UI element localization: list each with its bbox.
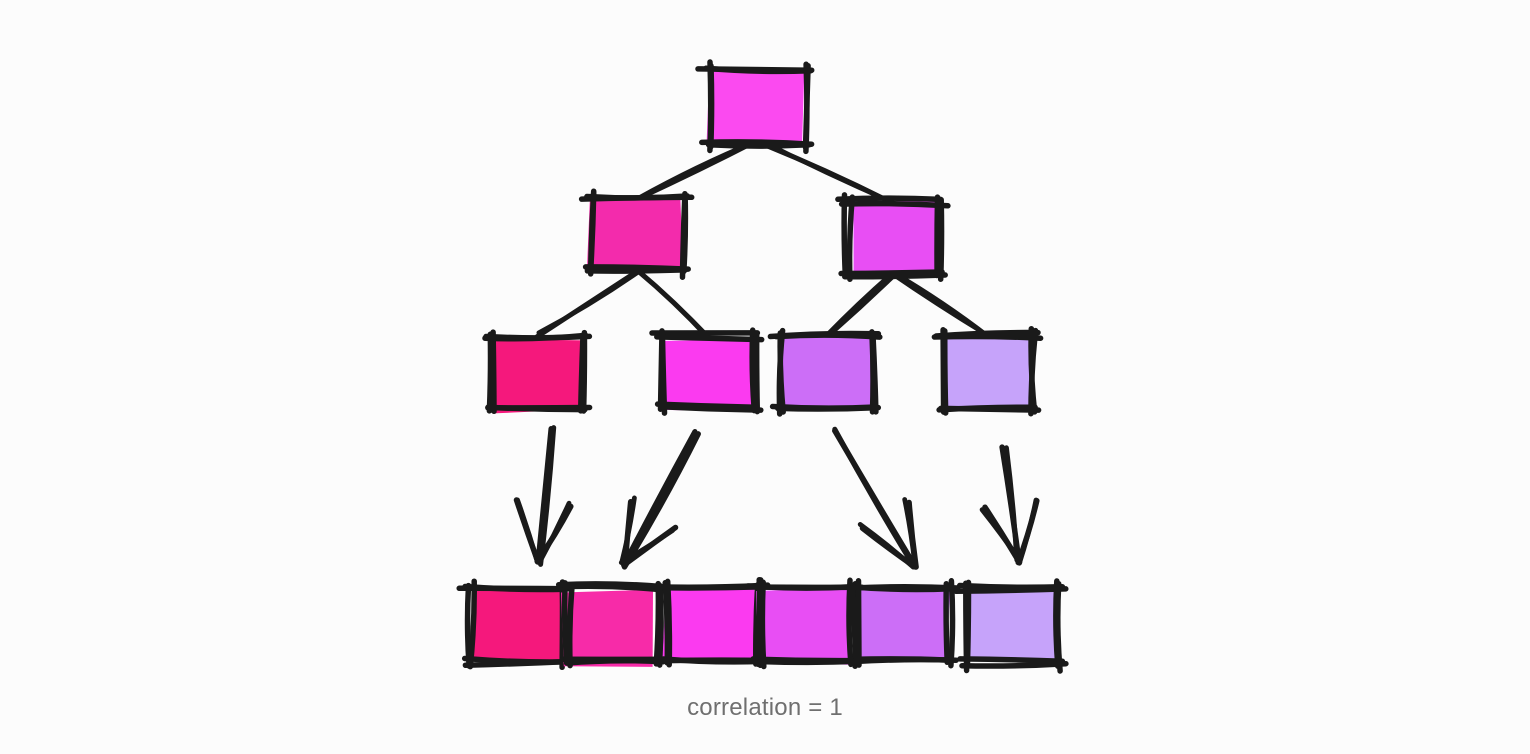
ordered-color-strip-layer [456, 577, 1069, 674]
tree-node-root-fill [706, 67, 805, 146]
tree-node-leaf[interactable] [767, 327, 883, 417]
tree-edge [754, 138, 900, 207]
tree-node-level2[interactable] [835, 192, 951, 283]
strip-box-fill [662, 583, 755, 661]
tree-node-leaf-fill [493, 339, 584, 414]
down-arrow [618, 429, 701, 570]
strip-box[interactable] [745, 577, 865, 670]
strip-box[interactable] [653, 577, 771, 669]
strip-box[interactable] [953, 578, 1069, 674]
strip-box[interactable] [555, 580, 667, 669]
tree-edge [534, 268, 643, 340]
strip-box-fill [756, 587, 851, 665]
tree-node-leaf[interactable] [482, 329, 593, 415]
strip-box[interactable] [456, 578, 574, 671]
down-arrow [832, 426, 919, 570]
down-arrow [513, 425, 574, 567]
arrows-layer [513, 425, 1040, 570]
strip-box[interactable] [846, 578, 961, 669]
tree-node-leaf-fill [779, 332, 872, 409]
tree-node-level2[interactable] [578, 188, 695, 280]
tree-edge [634, 267, 713, 342]
tree-node-level2-fill [586, 195, 684, 271]
tree-nodes-layer [482, 59, 1044, 417]
tree-edge [635, 138, 760, 202]
strip-box-fill [470, 587, 565, 661]
tree-node-root[interactable] [695, 59, 815, 155]
strip-box-fill [561, 589, 653, 667]
tree-edge [824, 270, 900, 339]
tree-node-leaf-fill [941, 337, 1032, 412]
strip-box-fill [963, 584, 1058, 660]
strip-box-fill [855, 584, 951, 661]
down-arrow [979, 444, 1040, 566]
tree-node-leaf[interactable] [649, 327, 765, 416]
tree-node-level2-fill [853, 199, 944, 273]
tree-node-leaf[interactable] [931, 325, 1044, 417]
tree-node-leaf-fill [662, 339, 755, 412]
figure-caption: correlation = 1 [687, 694, 843, 721]
